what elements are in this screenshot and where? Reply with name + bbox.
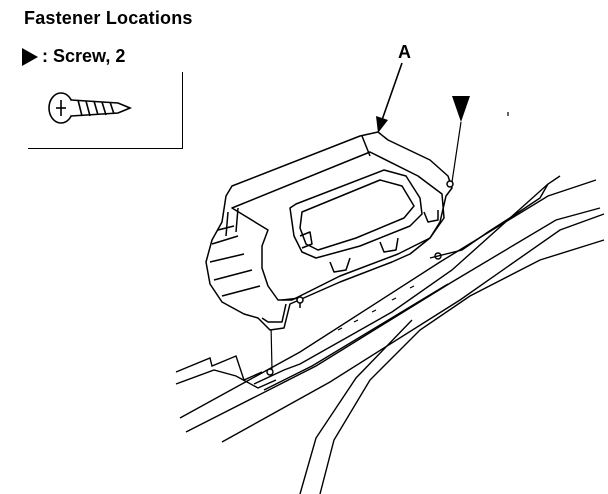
dashboard-panel	[175, 175, 605, 494]
legend: : Screw, 2	[22, 46, 125, 67]
screw-icon	[48, 92, 133, 124]
panel-detail-marks	[337, 112, 509, 331]
legend-label: : Screw, 2	[42, 46, 126, 66]
screw-marker-icon	[22, 47, 38, 66]
page-title: Fastener Locations	[24, 8, 193, 28]
housing-assembly	[205, 131, 454, 331]
screw-marker-right	[451, 96, 470, 183]
callout-a-arrow	[376, 62, 403, 133]
callout-a-label: A	[398, 42, 411, 62]
legend-frame	[28, 72, 183, 149]
